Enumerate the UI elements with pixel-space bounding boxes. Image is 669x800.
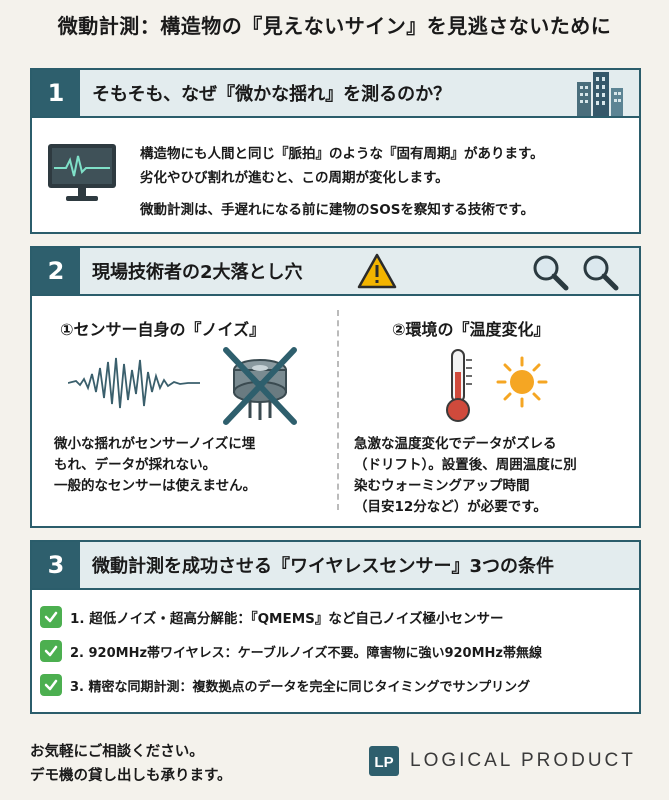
noise-waveform-icon <box>68 357 200 409</box>
pitfall-temperature-line: （目安12分など）が必要です。 <box>354 499 547 515</box>
section-header: 2 現場技術者の2大落とし穴 <box>32 248 639 296</box>
section-pitfalls: 2 現場技術者の2大落とし穴 ①センサー自身の『ノイズ』 微小な揺れがセンサーノ… <box>30 246 641 528</box>
checkmark-icon <box>40 674 62 696</box>
buildings-icon <box>577 72 623 116</box>
section-number: 3 <box>32 542 80 588</box>
footer-line: デモ機の貸し出しも承ります。 <box>30 768 232 784</box>
condition-item: 3. 精密な同期計測：複数拠点のデータを完全に同じタイミングでサンプリング <box>40 672 530 698</box>
footer-line: お気軽にご相談ください。 <box>30 744 204 760</box>
section-number: 1 <box>32 70 80 116</box>
warning-icon <box>357 253 397 289</box>
condition-text: 2. 920MHz帯ワイヤレス：ケーブルノイズ不要。障害物に強い920MHz帯無… <box>70 645 542 661</box>
condition-text: 1. 超低ノイズ・超高分解能：『QMEMS』など自己ノイズ極小センサー <box>70 611 504 627</box>
logo-mark-text: LP <box>374 754 393 771</box>
section-header: 1 そもそも、なぜ『微かな揺れ』を測るのか？ <box>32 70 639 118</box>
page-title: 微動計測：構造物の『見えないサイン』を見逃さないために <box>57 14 612 38</box>
pitfall-noise-title: ①センサー自身の『ノイズ』 <box>60 320 266 339</box>
thermometer-icon <box>446 349 472 422</box>
magnifier-icon <box>583 255 619 291</box>
section-conditions: 3 微動計測を成功させる『ワイヤレスセンサー』3つの条件 1. 超低ノイズ・超高… <box>30 540 641 714</box>
sun-icon <box>496 356 548 408</box>
section1-line: 構造物にも人間と同じ『脈拍』のような『固有周期』があります。 <box>140 146 544 162</box>
pitfall-temperature-line: （ドリフト）。設置後、周囲温度に別 <box>354 457 577 473</box>
section-header: 3 微動計測を成功させる『ワイヤレスセンサー』3つの条件 <box>32 542 639 590</box>
brand-name: LOGICAL PRODUCT <box>410 750 636 771</box>
pitfall-noise-line: もれ、データが採れない。 <box>54 457 217 473</box>
section-title: 微動計測を成功させる『ワイヤレスセンサー』3つの条件 <box>92 556 554 577</box>
section-why-measure: 1 そもそも、なぜ『微かな揺れ』を測るのか？ 構造物にも人間と同じ『 <box>30 68 641 234</box>
section1-line: 微動計測は、手遅れになる前に建物のSOSを察知する技術です。 <box>140 202 535 218</box>
checkmark-icon <box>40 640 62 662</box>
crossed-sensor-icon <box>223 347 297 425</box>
condition-item: 2. 920MHz帯ワイヤレス：ケーブルノイズ不要。障害物に強い920MHz帯無… <box>40 638 542 664</box>
checkmark-icon <box>40 606 62 628</box>
section-title: 現場技術者の2大落とし穴 <box>92 262 303 283</box>
column-divider <box>337 310 339 510</box>
pitfall-temperature-line: 急激な温度変化でデータがズレる <box>354 436 557 452</box>
pitfall-noise-line: 微小な揺れがセンサーノイズに埋 <box>54 436 256 452</box>
section1-line: 劣化やひび割れが進むと、この周期が変化します。 <box>140 170 449 186</box>
section-title: そもそも、なぜ『微かな揺れ』を測るのか？ <box>92 84 452 105</box>
pitfall-temperature-title: ②環境の『温度変化』 <box>392 320 550 339</box>
section-number: 2 <box>32 248 80 294</box>
pitfall-temperature-line: 染むウォーミングアップ時間 <box>354 478 530 494</box>
condition-text: 3. 精密な同期計測：複数拠点のデータを完全に同じタイミングでサンプリング <box>70 679 531 695</box>
condition-item: 1. 超低ノイズ・超高分解能：『QMEMS』など自己ノイズ極小センサー <box>40 604 503 630</box>
logo-mark-icon: LP <box>369 746 399 776</box>
brand-logo: LP LOGICAL PRODUCT <box>368 744 636 778</box>
magnifier-icon <box>533 255 569 291</box>
pitfall-noise-line: 一般的なセンサーは使えません。 <box>54 478 257 494</box>
monitor-waveform-icon <box>48 144 116 201</box>
